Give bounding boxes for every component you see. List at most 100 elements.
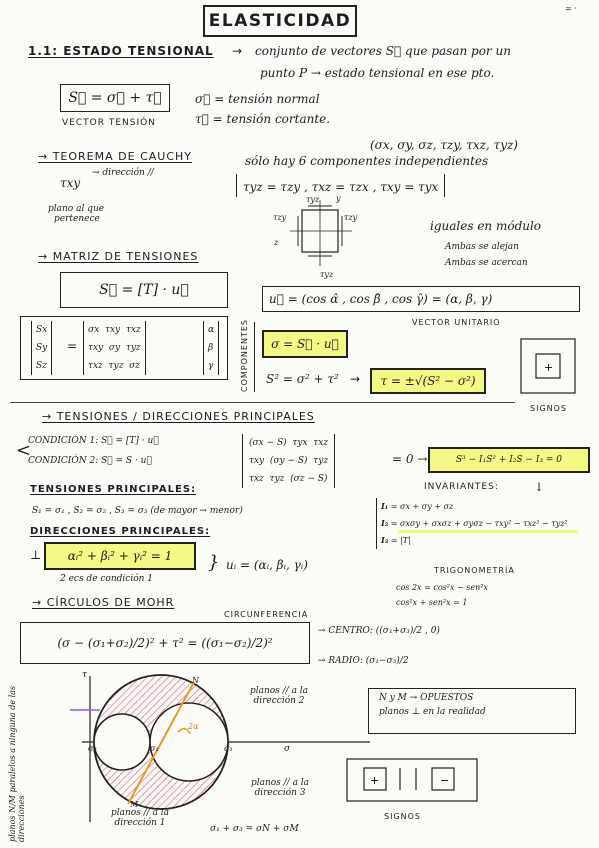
direction-cosine-eq: αᵢ² + βᵢ² + γᵢ² = 1 <box>67 549 173 563</box>
matrix-cell: τxy <box>104 325 121 335</box>
opposite-line-1: N y M → OPUESTOS <box>379 693 474 703</box>
modulus-note: iguales en módulo <box>430 219 542 233</box>
condition-brace: < <box>16 440 32 461</box>
components-brace <box>254 322 255 392</box>
planes-direction-1: planos // a la dirección 1 <box>110 808 170 828</box>
mohr-angle-arc <box>177 727 191 735</box>
sigma-definition: σ⃗ = tensión normal <box>195 92 320 106</box>
signs2-plus: + <box>370 774 379 787</box>
invariant-1: = σx + σy + σz <box>390 502 454 511</box>
direction-brace: } <box>208 552 220 573</box>
matrix-lhs-2: Sz <box>36 361 47 371</box>
mohr-heading: → CÍRCULOS DE MOHR <box>32 596 175 609</box>
invariant-1-label: I₁ <box>381 501 389 511</box>
direction-ui: uᵢ = (αᵢ, βᵢ, γᵢ) <box>226 558 308 572</box>
matrix-cell: τxy <box>88 343 104 353</box>
determinant: (σx − S) τyx τxz τxy (σy − S) τyz τxz τy… <box>242 434 336 488</box>
matrix-equation-box: S⃗ = [T] · u⃗ <box>60 272 228 308</box>
circumference-label: CIRCUNFERENCIA <box>224 610 309 619</box>
corner-mark: = · <box>565 4 577 13</box>
principal-heading: → TENSIONES / DIRECCIONES PRINCIPALES <box>42 410 315 423</box>
matrix-heading: → MATRIZ DE TENSIONES <box>38 250 199 263</box>
matrix-cell: τyz <box>125 343 141 353</box>
signs2-frame <box>346 758 478 802</box>
direction-note: 2 ecs de condición 1 <box>60 574 153 584</box>
cauchy-equalities: τyz = τzy , τxz = τzx , τxy = τyx <box>243 180 439 194</box>
shear-label-left: τzy <box>273 213 287 222</box>
mohr-small-circle-right <box>149 702 229 782</box>
signs-plus: + <box>544 361 553 374</box>
matrix-equals: = <box>67 339 78 353</box>
matrix-equation: S⃗ = [T] · u⃗ <box>99 282 189 298</box>
matrix-vec-1: β <box>208 343 214 353</box>
shear-label-bottom: τyz <box>320 270 334 279</box>
det-cell: τyz <box>269 474 285 484</box>
signs-figure-2: + − <box>346 758 478 802</box>
invariant-2: = σxσy + σxσz + σyσz − τxy² − τxz² − τyz… <box>390 519 568 528</box>
approach-note-2: Ambas se acercan <box>445 258 528 268</box>
cauchy-components: (σx, σy, σz, τzy, τxz, τyz) <box>370 138 518 152</box>
invariant-3-label: I₃ <box>381 535 389 545</box>
trig-line-2: cos²x + sen²x = 1 <box>396 598 468 607</box>
unit-vector-label: VECTOR UNITARIO <box>412 318 501 327</box>
approach-note-1: Ambas se alejan <box>445 242 519 252</box>
signs-figure-1: + <box>520 338 576 394</box>
definition-line-1: conjunto de vectores S⃗ que pasan por un <box>255 44 511 58</box>
det-cell: (σz − S) <box>290 474 328 484</box>
matrix-cell: τxz <box>88 361 103 371</box>
det-cell: (σx − S) <box>249 438 287 448</box>
page-title: ELASTICIDAD <box>203 5 357 37</box>
signs2-minus: − <box>440 774 449 787</box>
vector-tension-label: VECTOR TENSIÓN <box>62 118 156 128</box>
unit-vector-box: u⃗ = (cos α̂ , cos β̂ , cos γ̂) = (α, β,… <box>262 286 580 312</box>
det-row: τxy (σy − S) τyz <box>249 452 328 470</box>
det-cell: τxy <box>249 456 265 466</box>
direction-cosine-box: αᵢ² + βᵢ² + γᵢ² = 1 <box>44 542 196 570</box>
mohr-center: → CENTRO: ((σ₁+σ₃)/2 , 0) <box>318 626 440 636</box>
matrix-row-1: τxy σy τyz <box>88 339 141 357</box>
sigma-projection-box: σ = S⃗ · u⃗ <box>262 330 348 358</box>
matrix-cell: σx <box>88 325 100 335</box>
planes-nm-note: planos N/M paralelos a ninguna de las di… <box>8 685 26 842</box>
shear-label-right: τzy <box>344 213 358 222</box>
matrix-vec-0: α <box>208 325 215 335</box>
mohr-sum-equation: σ₁ + σ₃ = σN + σM <box>210 824 299 834</box>
mohr-radius: → RADIO: (σ₁−σ₃)/2 <box>318 656 409 666</box>
cauchy-equalities-box: τyz = τzy , τxz = τzx , τxy = τyx <box>236 174 446 197</box>
invariants-heading: INVARIANTES: <box>424 482 499 492</box>
matrix-cell: τxz <box>125 325 141 335</box>
direcciones-principales-heading: DIRECCIONES PRINCIPALES: <box>30 526 211 537</box>
tau-result-box: τ = ±√(S² − σ²) <box>370 368 486 394</box>
section-heading-estado-tensional: 1.1: ESTADO TENSIONAL <box>28 44 214 58</box>
mohr-sigma-1: σ₁ <box>224 744 233 753</box>
matrix-lhs-1: Sy <box>36 343 48 353</box>
det-cell: τxz <box>249 474 264 484</box>
invariant-2-highlight <box>398 530 578 533</box>
definition-line-2: punto P → estado tensional en ese pto. <box>260 66 495 80</box>
signs2-box-plus <box>363 767 387 791</box>
matrix-row-2: τxz τyz σz <box>88 357 141 375</box>
trig-heading: TRIGONOMETRÍA <box>434 566 515 575</box>
s-squared-equation: S² = σ² + τ² <box>266 372 339 386</box>
unit-vector-eq: u⃗ = (cos α̂ , cos β̂ , cos γ̂) = (α, β,… <box>269 292 493 306</box>
det-cell: τyx <box>292 438 308 448</box>
tau-result: τ = ±√(S² − σ²) <box>380 374 476 388</box>
tensiones-principales-line: S₁ = σ₁ , S₂ = σ₂ , S₃ = σ₃ (de mayor → … <box>32 506 243 516</box>
signs-label-1: SIGNOS <box>530 404 567 413</box>
invariant-2-label: I₂ <box>381 518 389 528</box>
det-row: τxz τyz (σz − S) <box>249 470 328 488</box>
mohr-sigma-2: σ₂ <box>150 744 159 753</box>
planes-direction-3: planos // a la dirección 3 <box>250 778 310 798</box>
shear-axis-y: y <box>336 194 341 203</box>
matrix-lhs: Sx Sy Sz <box>31 321 53 375</box>
opposite-line-2: planos ⊥ en la realidad <box>379 707 486 717</box>
matrix-cell: τyz <box>108 361 124 371</box>
tau-definition: τ⃗ = tensión cortante. <box>195 112 331 126</box>
mohr-axis-tau: τ <box>82 670 87 680</box>
det-row: (σx − S) τyx τxz <box>249 434 328 452</box>
tau-arrow: → <box>350 372 361 386</box>
characteristic-eq: S³ − I₁S² + I₂S − I₃ = 0 <box>456 455 562 465</box>
det-cell: τxz <box>313 438 329 448</box>
signs-outer-square <box>520 338 576 394</box>
matrix-vector: α β γ <box>203 321 220 375</box>
